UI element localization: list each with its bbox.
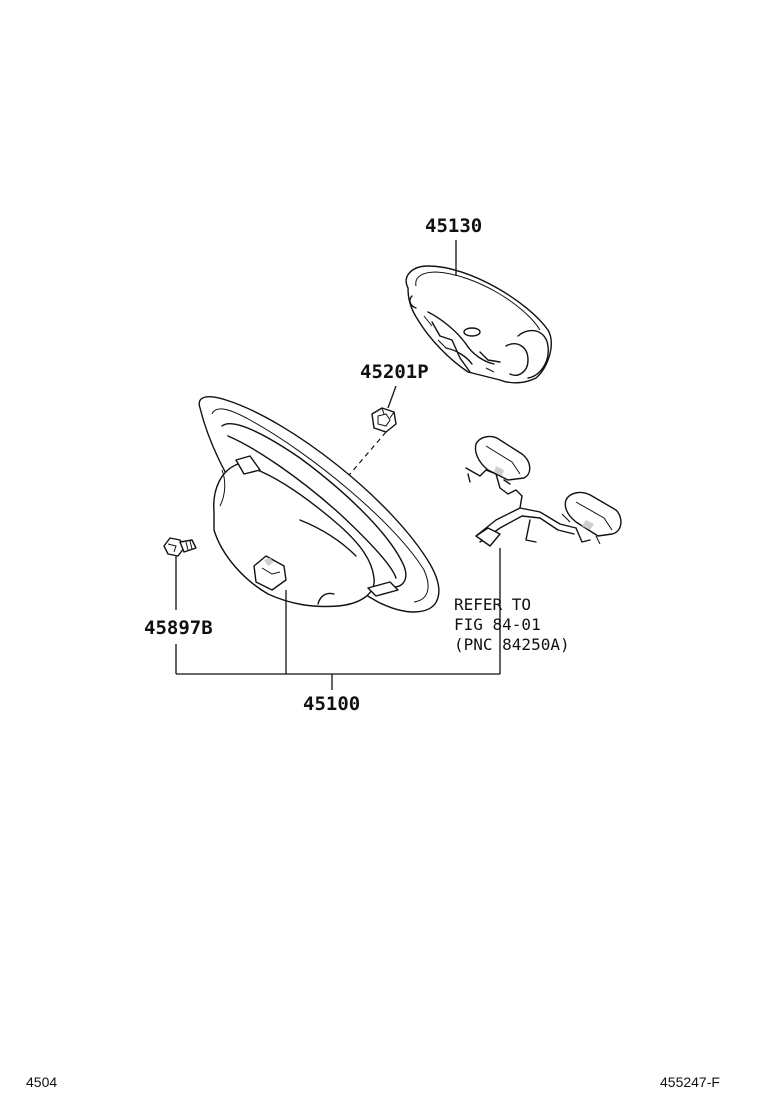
bolt-drawing: [163, 537, 197, 557]
airbag-module-drawing: [405, 265, 552, 384]
footer-left-code: 4504: [26, 1074, 58, 1090]
nut-drawing: [371, 407, 397, 433]
steering-wheel-drawing: [198, 396, 440, 613]
footer-right-code: 455247-F: [660, 1074, 720, 1090]
switch-assembly-drawing: [465, 435, 622, 547]
reference-line-1: REFER TO: [454, 595, 531, 614]
assembly-bracket: [175, 590, 500, 690]
reference-line-2: FIG 84-01: [454, 615, 541, 634]
part-number-45897b: 45897B: [144, 617, 213, 639]
part-number-45100: 45100: [303, 693, 360, 715]
part-number-45201p: 45201P: [360, 361, 429, 383]
part-number-45130: 45130: [425, 215, 482, 237]
leader-45201p: [387, 385, 397, 409]
reference-line-3: (PNC 84250A): [454, 635, 570, 654]
